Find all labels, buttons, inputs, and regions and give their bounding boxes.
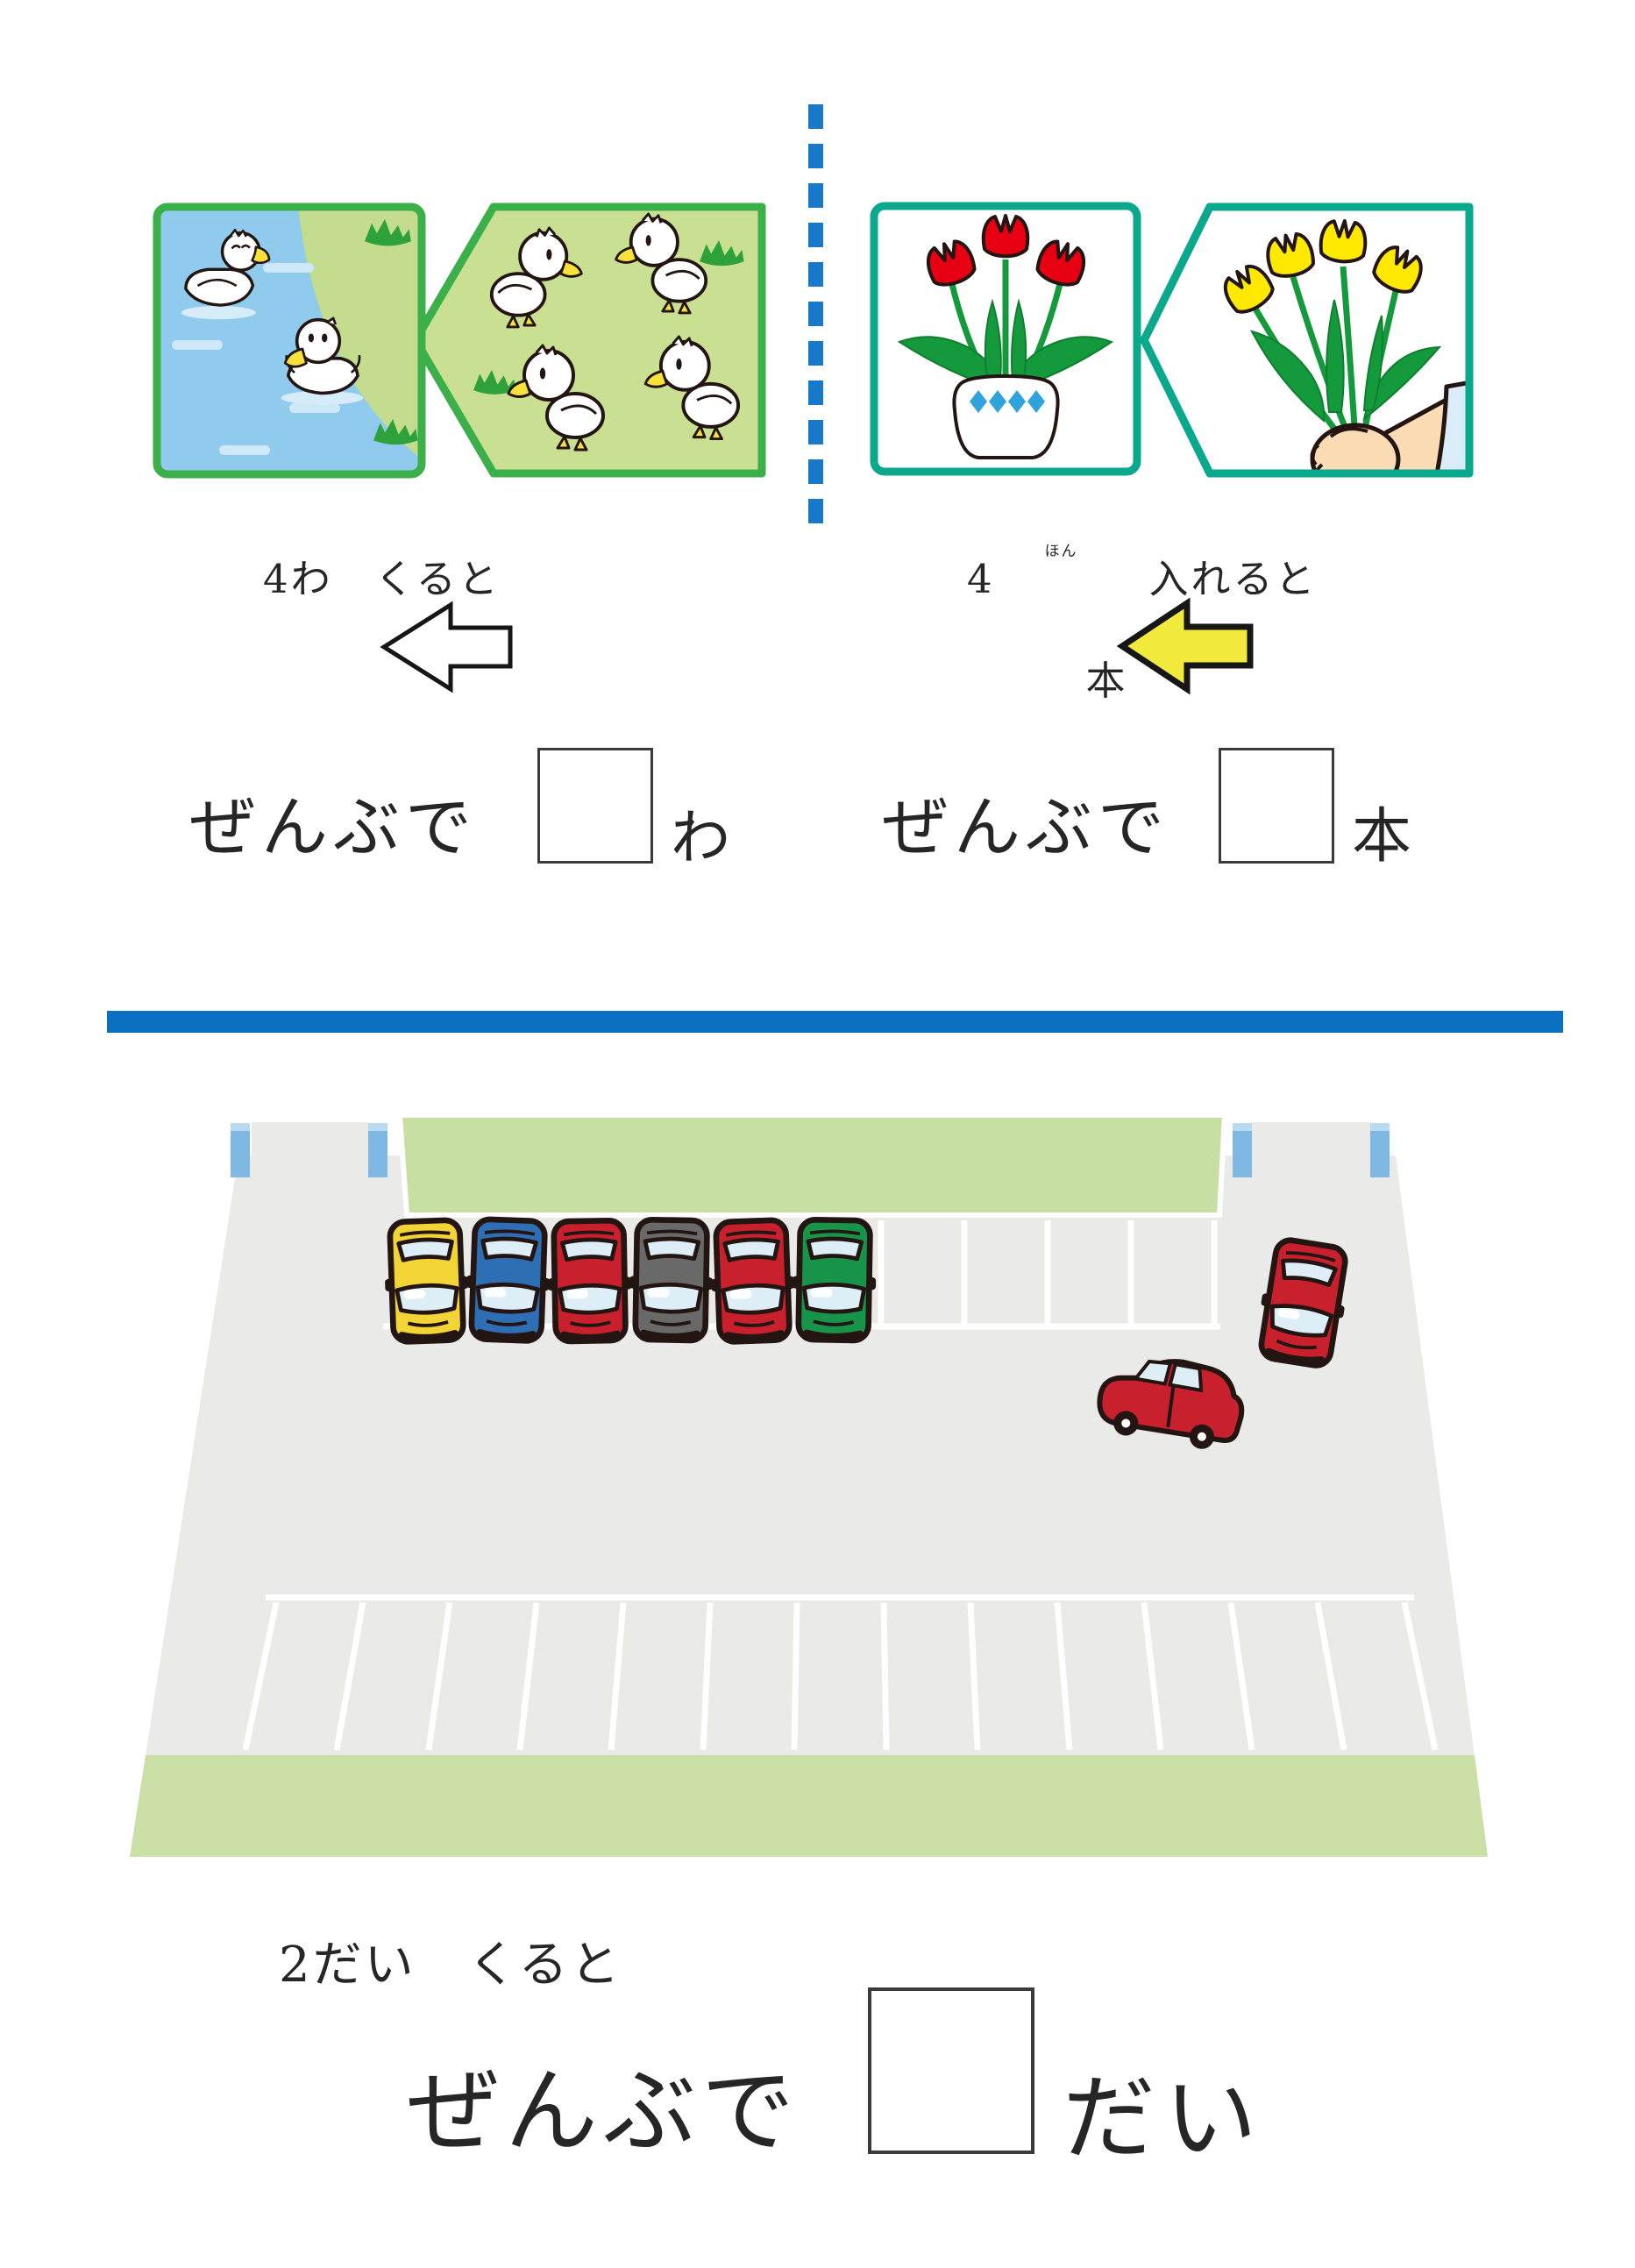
green-strip-bottom [130,1755,1488,1857]
sleeve [1432,378,1469,473]
bouquet-leaves [1250,299,1442,423]
ducks-count-label: 4わ くると [263,556,501,602]
tulip-vase-illustration [870,202,1141,476]
vase-diamond-pattern [970,390,1045,413]
cars-count-label: 2だい くると [279,1937,622,1994]
hand-tulips-illustration [1140,203,1474,478]
green-strip-top [396,1113,1228,1218]
entrance-road [1252,1122,1371,1162]
cars-answer-unit: だい [1063,2065,1266,2172]
ducks-pond-illustration [153,203,426,479]
left-arrow-yellow-icon [1116,597,1254,695]
tulips-answer-prefix: ぜんぶで [882,788,1169,866]
ducks-answer-box[interactable] [537,748,653,864]
hand-icon [1310,378,1469,473]
entrance-road [252,1122,368,1162]
pond-bank [298,207,422,459]
parking-lot-ground [130,1155,1488,1857]
stall-lines-bottom [242,1594,1439,1751]
cars-answer-prefix: ぜんぶで [407,2058,800,2165]
duck-icon [281,316,364,405]
ducklings-pentagon-illustration [411,203,766,478]
tulips-answer-unit: 本 [1352,802,1412,871]
tulips-count-number: 4 [967,556,995,602]
tulips-count-counter: 本 [1085,658,1128,704]
ducks-answer-unit: わ [671,804,731,873]
tulips-count-rest: 入れると [1148,556,1318,602]
ducks-answer-prefix: ぜんぶで [189,788,477,866]
tulips-answer-box[interactable] [1219,748,1334,864]
dashed-divider [808,104,823,536]
tulips-count-label: 4 ほん 本 入れると [967,543,1318,752]
duck-icon [181,228,271,320]
left-arrow-white-icon [380,601,513,693]
vase-icon [952,373,1060,459]
cars-answer-box[interactable] [868,1987,1034,2154]
parking-lot-illustration [130,1113,1488,1857]
entrance-post-icon [231,1123,1390,1177]
tulips-count-furigana: ほん [1044,543,1078,560]
arriving-car-icon [1097,1237,1354,1449]
section-divider [107,1011,1563,1033]
